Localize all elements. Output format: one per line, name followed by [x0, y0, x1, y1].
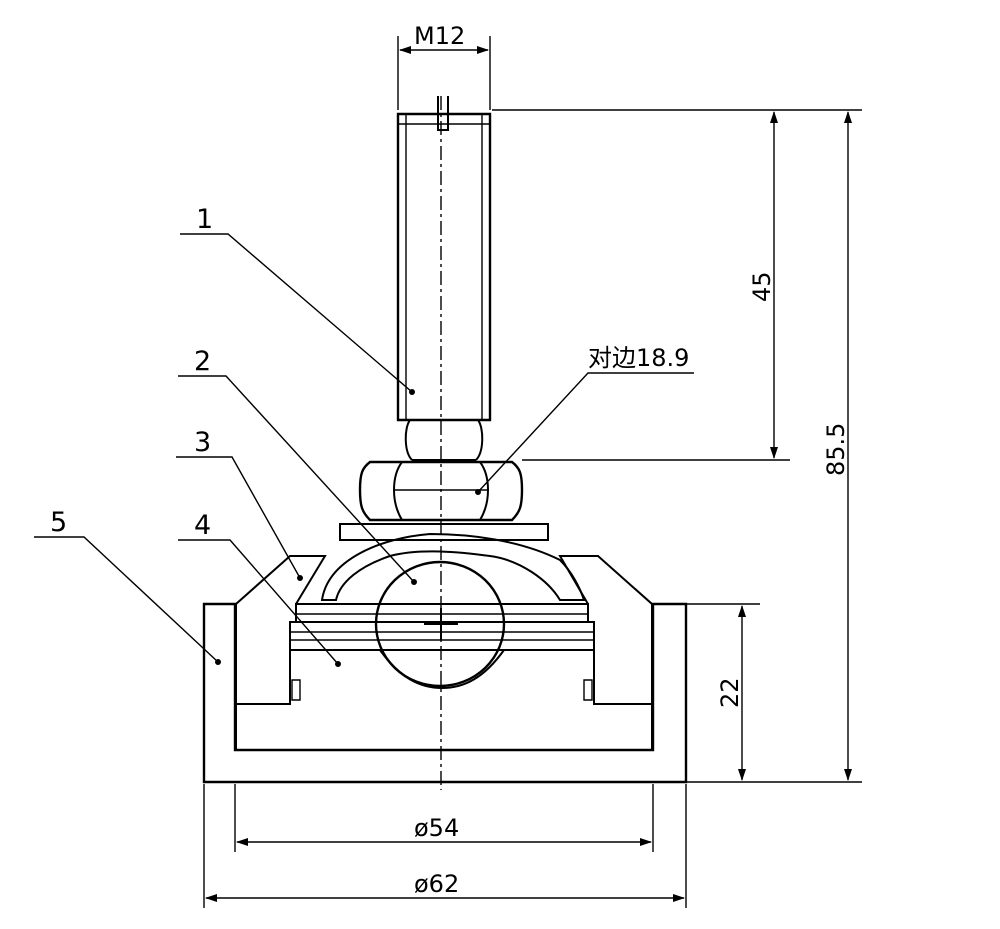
- lower-seat: [235, 649, 653, 751]
- callout-5: 5: [50, 507, 67, 538]
- callout-4: 4: [194, 510, 211, 541]
- callout-1: 1: [196, 204, 213, 235]
- dim-thread: M12: [414, 22, 465, 50]
- callout-3: 3: [194, 427, 211, 458]
- dim-total-height: 85.5: [822, 423, 850, 476]
- rubber-base: [202, 602, 688, 784]
- callout-leaders: [34, 233, 694, 667]
- dim-base-height: 22: [716, 677, 744, 708]
- dim-stud-length: 45: [748, 271, 776, 302]
- dim-inner-dia: ø54: [414, 814, 459, 842]
- threaded-stud: [396, 96, 492, 461]
- dimension-lines: [203, 36, 862, 908]
- dim-across-flats: 对边18.9: [588, 344, 689, 372]
- dim-outer-dia: ø62: [414, 870, 459, 898]
- ball: [374, 560, 506, 688]
- callout-2: 2: [194, 346, 211, 377]
